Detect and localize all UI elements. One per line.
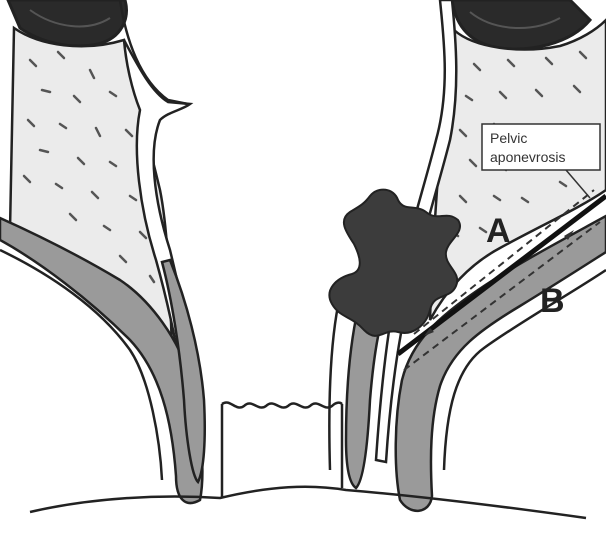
anal-mucosa-box [222,404,342,498]
label-b: B [540,282,565,320]
callout-text-line2: aponevrosis [490,149,566,165]
left-side [0,0,205,503]
perineal-skin-line [30,487,586,518]
anal-canal [222,402,342,498]
callout-text-line1: Pelvic [490,130,527,146]
dentate-line [222,402,342,407]
label-a: A [486,212,511,250]
